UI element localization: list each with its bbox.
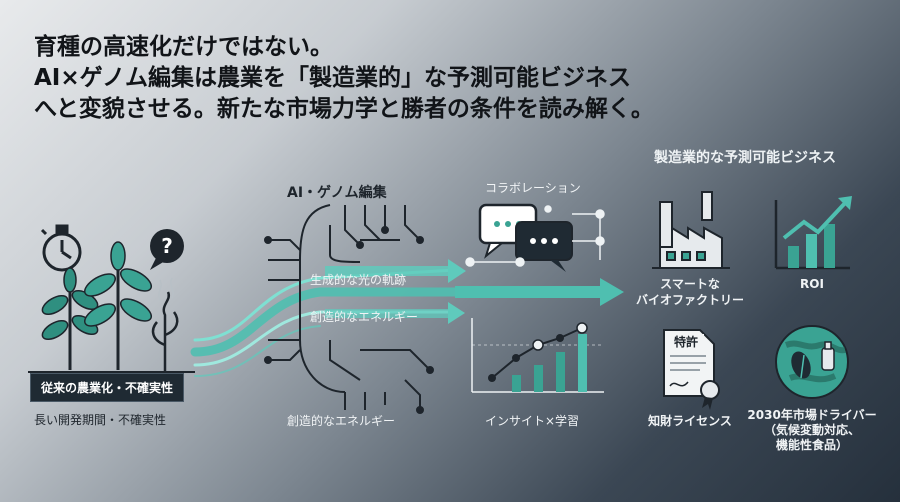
- left-caption: 長い開発期間・不確実性: [34, 413, 167, 427]
- main-arrow: [455, 278, 624, 306]
- center-caption: 創造的なエネルギー: [287, 414, 396, 428]
- chat-bubbles-icon: [478, 203, 573, 272]
- patent-document-icon: 特許: [663, 329, 720, 410]
- collaboration-title: コラボレーション: [485, 181, 581, 195]
- collaboration-caption: インサイト×学習: [485, 414, 580, 428]
- smart-biofactory-label: スマートな バイオファクトリー: [635, 277, 745, 307]
- predictable-business-title: 製造業的な予測可能ビジネス: [654, 150, 836, 166]
- question-bubble-icon: ?: [150, 229, 184, 270]
- headline-line-2: AI×ゲノム編集は農業を「製造業的」な予測可能ビジネス: [34, 65, 631, 91]
- roi-chart-icon: [774, 196, 852, 270]
- plant-icon: [83, 241, 153, 370]
- traditional-agriculture-badge: 従来の農業化・不確実性: [30, 373, 185, 402]
- arrow-upper-label: 生成的な光の軌跡: [310, 273, 407, 287]
- headline-line-1: 育種の高速化だけではない。: [34, 34, 333, 60]
- headline: 育種の高速化だけではない。 AI×ゲノム編集は農業を「製造業的」な予測可能ビジネ…: [34, 32, 654, 125]
- line-chart-icon: [471, 318, 604, 393]
- stopwatch-icon: [40, 224, 82, 272]
- headline-line-3: へと変貌させる。新たな市場力学と勝者の条件を読み解く。: [34, 96, 654, 122]
- flow-streams: [190, 268, 605, 377]
- market-drivers-label: 2030年市場ドライバー （気候変動対応、 機能性食品）: [747, 408, 877, 452]
- ai-genome-title: AI・ゲノム編集: [287, 185, 387, 201]
- circuit-chip-icon: [264, 204, 434, 414]
- roi-label: ROI: [800, 277, 824, 291]
- arrow-upper: [325, 259, 466, 283]
- arrow-lower-label: 創造的なエネルギー: [310, 310, 419, 324]
- withered-plant-icon: [151, 277, 179, 372]
- plant-icon: [41, 267, 99, 370]
- ip-license-label: 知財ライセンス: [648, 414, 732, 428]
- factory-icon: [652, 191, 730, 269]
- network-nodes: [465, 205, 605, 267]
- question-mark: ?: [161, 234, 173, 258]
- globe-icon: [775, 325, 849, 399]
- arrow-lower: [325, 302, 465, 324]
- patent-document-label: 特許: [674, 334, 698, 349]
